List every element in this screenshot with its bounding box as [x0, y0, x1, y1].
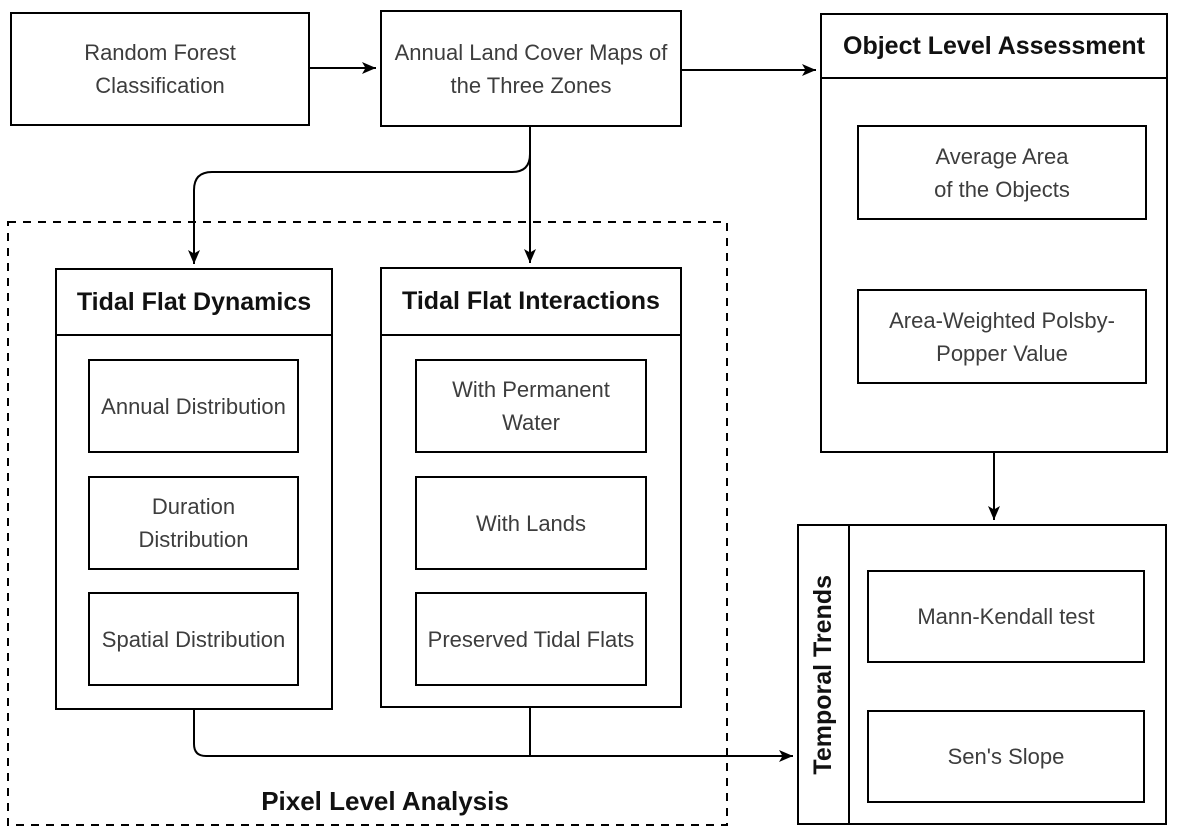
node-preserved-tidal-flats: Preserved Tidal Flats	[415, 592, 647, 686]
group-body-tidal-flat-dynamics: Annual Distribution Duration Distributio…	[57, 336, 331, 708]
group-title-tidal-flat-interactions: Tidal Flat Interactions	[382, 269, 680, 336]
group-body-temporal-trends: Mann-Kendall test Sen's Slope	[850, 526, 1165, 823]
label-pixel-level-analysis: Pixel Level Analysis	[261, 786, 509, 816]
node-with-lands: With Lands	[415, 476, 647, 570]
node-average-area-of-objects: Average Area of the Objects	[857, 125, 1147, 220]
node-label-line: Area-Weighted Polsby-	[889, 307, 1115, 333]
node-label-line: Spatial Distribution	[101, 626, 286, 652]
node-label-line: Distribution	[138, 527, 249, 552]
connector-landcover-to-dynamics	[188, 127, 531, 264]
connector-dynamics-to-temporal	[193, 710, 793, 762]
node-sens-slope: Sen's Slope	[867, 710, 1145, 803]
node-label-line: With Permanent	[452, 377, 610, 402]
node-spatial-distribution: Spatial Distribution	[88, 592, 299, 686]
node-label-line: Annual Distribution	[101, 393, 286, 419]
node-label-line: Water	[502, 410, 560, 435]
node-label-line: Preserved Tidal Flats	[427, 626, 635, 652]
node-label-line: Mann-Kendall test	[917, 604, 1095, 629]
node-label-line: the Three Zones	[450, 72, 612, 98]
node-label-line: Classification	[95, 73, 225, 98]
group-tidal-flat-interactions: Tidal Flat Interactions With Permanent W…	[380, 267, 682, 708]
temporal-trends-title-strip: Temporal Trends	[799, 526, 850, 823]
node-with-permanent-water: With Permanent Water	[415, 359, 647, 453]
node-annual-land-cover-maps: Annual Land Cover Maps of the Three Zone…	[380, 10, 682, 127]
group-title-tidal-flat-dynamics: Tidal Flat Dynamics	[57, 270, 331, 336]
node-label-line: Popper Value	[936, 340, 1068, 366]
node-label-line: Annual Land Cover Maps of	[394, 39, 668, 65]
node-random-forest-classification: Random Forest Classification	[10, 12, 310, 126]
group-body-tidal-flat-interactions: With Permanent Water With Lands Preserve…	[382, 336, 680, 706]
node-label-line: Random Forest	[84, 40, 236, 65]
group-title-temporal-trends: Temporal Trends	[809, 574, 837, 775]
group-title-object-level-assessment: Object Level Assessment	[822, 15, 1166, 79]
node-area-weighted-polsby-popper: Area-Weighted Polsby- Popper Value	[857, 289, 1147, 384]
node-mann-kendall-test: Mann-Kendall test	[867, 570, 1145, 663]
group-tidal-flat-dynamics: Tidal Flat Dynamics Annual Distribution …	[55, 268, 333, 710]
node-label-line: of the Objects	[934, 176, 1070, 202]
node-annual-distribution: Annual Distribution	[88, 359, 299, 453]
node-label-line: Sen's Slope	[947, 744, 1065, 769]
node-label-line: Average Area	[935, 143, 1069, 169]
group-object-level-assessment: Object Level Assessment Average Area of …	[820, 13, 1168, 453]
node-label-line: With Lands	[475, 510, 587, 536]
group-temporal-trends: Temporal Trends Mann-Kendall test Sen's …	[797, 524, 1167, 825]
node-duration-distribution: Duration Distribution	[88, 476, 299, 570]
node-label-line: Duration	[151, 494, 236, 519]
group-body-object-level-assessment: Average Area of the Objects Area-Weighte…	[822, 79, 1166, 451]
